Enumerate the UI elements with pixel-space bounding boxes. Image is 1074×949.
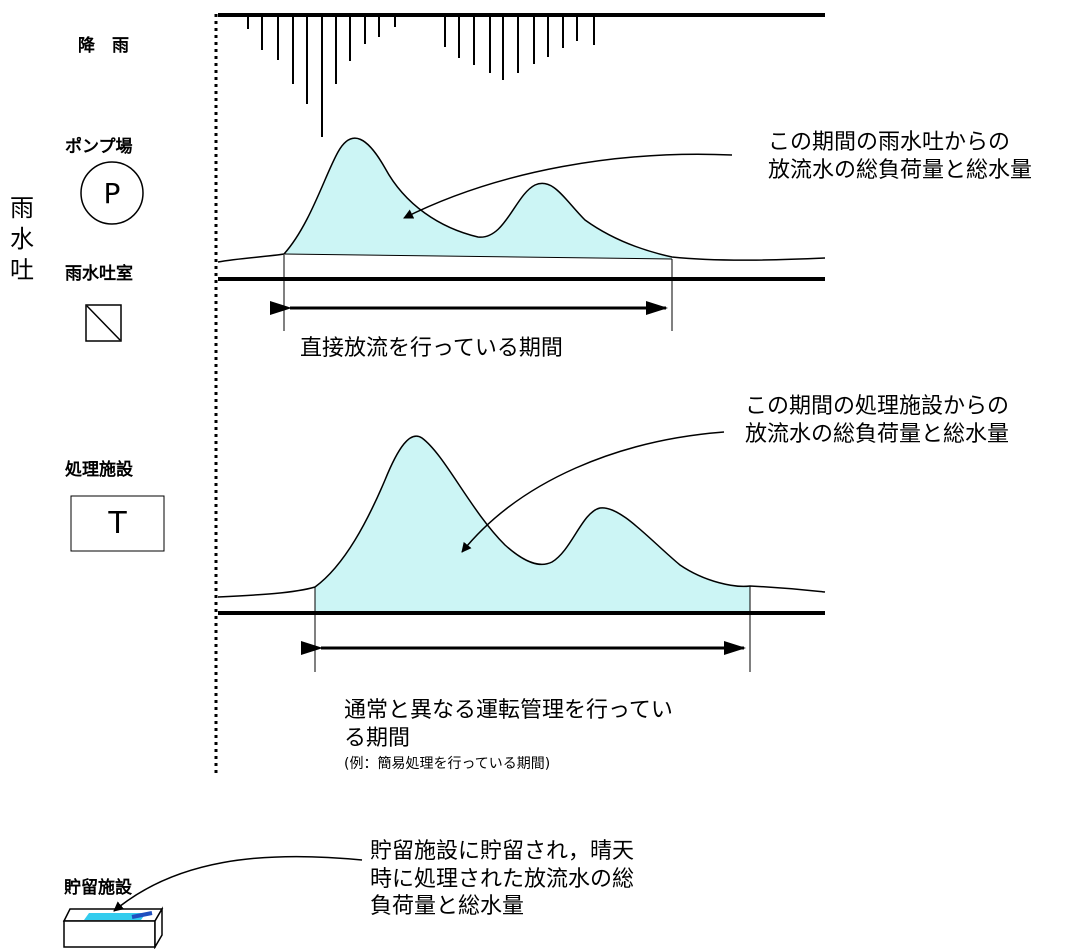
outfall-annotation-line: この期間の雨水吐からの — [768, 130, 1011, 155]
treatment-discharge-area — [315, 436, 750, 612]
outfall-vertical-char: 水 — [10, 225, 34, 254]
storage-label: 貯留施設 — [64, 878, 132, 898]
storage-annotation-line: 貯留施設に貯留され，晴天 — [370, 839, 635, 864]
outfall-vertical-char: 吐 — [10, 256, 34, 285]
storage-tank-icon — [62, 906, 164, 949]
storage-annotation-arrow — [113, 855, 363, 912]
outfall-annotation: この期間の雨水吐からの 放流水の総負荷量と総水量 — [768, 129, 1032, 184]
outfall-vertical-char: 雨 — [10, 194, 34, 222]
pump-station-symbol — [80, 161, 144, 225]
outfall-vertical-label: 雨 水 吐 — [10, 193, 34, 287]
outfall-annotation-line: 放流水の総負荷量と総水量 — [768, 157, 1033, 183]
storage-annotation-line: 時に処理された放流水の総 — [370, 866, 635, 892]
rain-label: 降 雨 — [78, 36, 129, 56]
treatment-symbol — [70, 495, 165, 552]
treatment-letter: T — [108, 506, 127, 541]
treatment-period-line: 通常と異なる運転管理を行ってい — [344, 698, 673, 723]
treatment-period-label: 通常と異なる運転管理を行ってい る期間 — [344, 697, 673, 752]
treatment-period-line: る期間 — [344, 725, 411, 751]
treatment-annotation-line: 放流水の総負荷量と総水量 — [745, 421, 1010, 447]
treatment-annotation-arrow — [461, 431, 725, 553]
treatment-label: 処理施設 — [65, 460, 133, 480]
outfall-hydrograph — [217, 137, 826, 263]
treatment-annotation: この期間の処理施設からの 放流水の総負荷量と総水量 — [745, 393, 1009, 448]
rain-bars — [247, 15, 595, 137]
outfall-discharge-area — [284, 138, 672, 259]
pump-station-letter: P — [103, 176, 121, 210]
storage-annotation: 貯留施設に貯留され，晴天 時に処理された放流水の総 負荷量と総水量 — [370, 838, 634, 921]
storage-annotation-line: 負荷量と総水量 — [370, 894, 525, 919]
outfall-chamber-label: 雨水吐室 — [65, 264, 133, 284]
pump-station-label: ポンプ場 — [65, 137, 133, 157]
treatment-annotation-line: この期間の処理施設からの — [745, 394, 1010, 419]
outfall-annotation-arrow — [403, 153, 733, 219]
direct-period-label: 直接放流を行っている期間 — [300, 336, 563, 361]
treatment-period-example: (例：簡易処理を行っている期間) — [344, 756, 551, 772]
treatment-hydrograph — [217, 435, 826, 598]
